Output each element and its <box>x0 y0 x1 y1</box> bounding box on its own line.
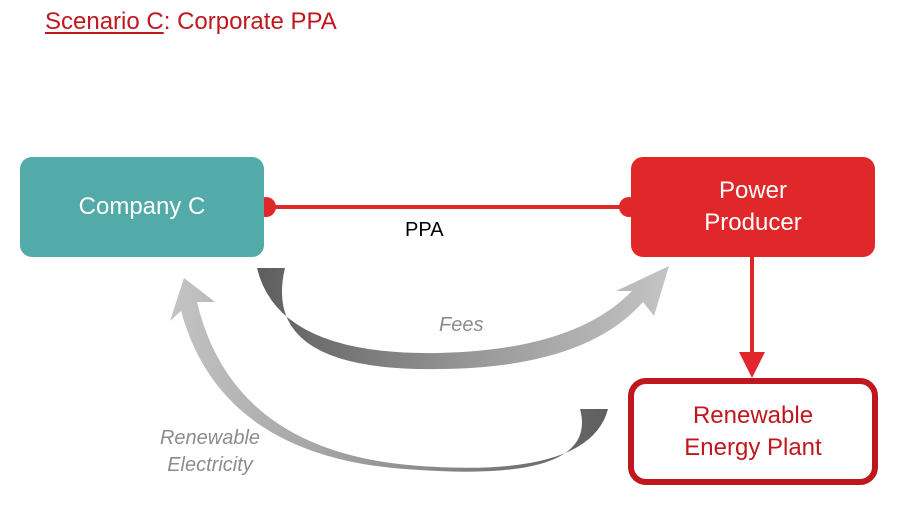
fees-label: Fees <box>439 314 484 336</box>
plant-label-line2: Energy Plant <box>684 433 822 461</box>
title-scenario: Scenario C <box>45 8 164 35</box>
title-subject: : Corporate PPA <box>163 8 337 35</box>
company-c-label: Company C <box>78 193 206 220</box>
power-producer-label-line2: Producer <box>704 209 802 236</box>
renewable-electricity-label-line2: Electricity <box>167 454 253 476</box>
ppa-label: PPA <box>405 219 444 241</box>
producer-to-plant-arrowhead <box>739 352 765 378</box>
company-c-node: Company C <box>20 157 264 257</box>
power-producer-node: Power Producer <box>631 157 875 257</box>
fees-flow-arrow <box>257 266 669 370</box>
power-producer-label-line1: Power <box>718 177 788 204</box>
renewable-energy-plant-node: Renewable Energy Plant <box>628 378 878 485</box>
page-title: Scenario C: Corporate PPA <box>45 8 337 36</box>
renewable-electricity-label-line1: Renewable <box>159 427 261 449</box>
renewable-electricity-label: Renewable Electricity <box>140 425 280 479</box>
plant-label-line1: Renewable <box>692 401 814 429</box>
